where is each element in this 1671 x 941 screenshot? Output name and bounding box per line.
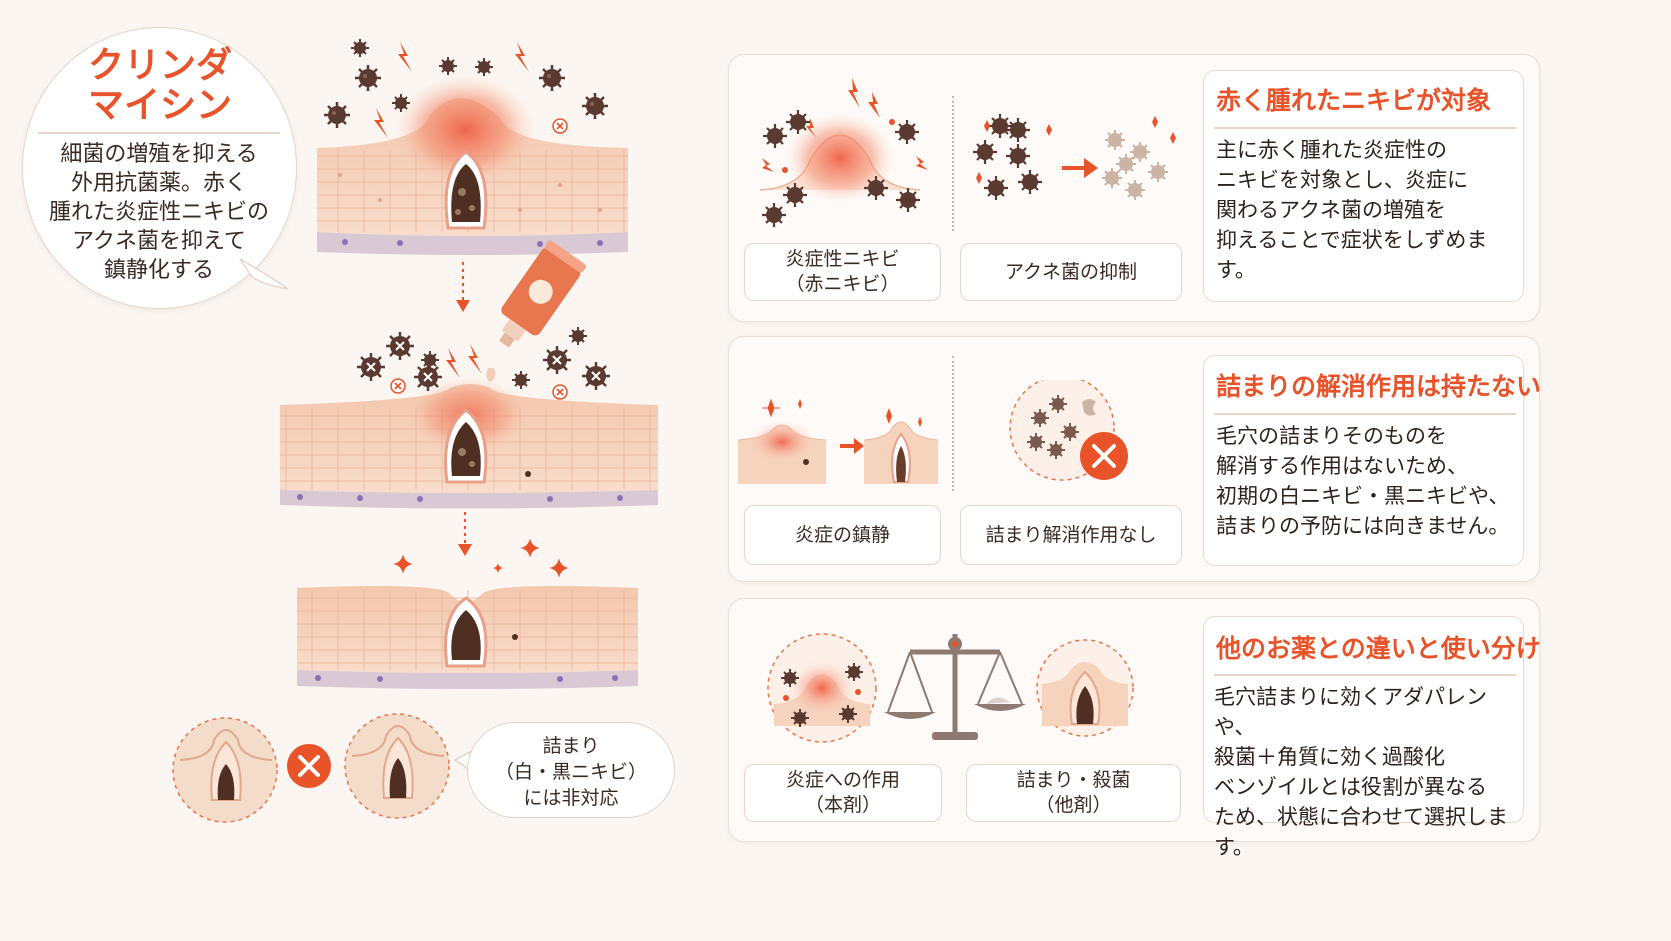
info-line: 関わるアクネ菌の増殖を — [1216, 198, 1446, 222]
info-line: ベンゾイルとは役割が異なる — [1214, 775, 1487, 799]
label-inflammation-calm: 炎症の鎮静 — [744, 505, 941, 565]
note-bubble — [467, 722, 675, 818]
panel2-illustration — [737, 380, 1128, 484]
info-line: 毛穴詰まりに効くアダパレンや、 — [1214, 685, 1487, 739]
panel1-illustration — [759, 78, 1176, 229]
info-line: ニキビを対象とし、炎症に — [1216, 168, 1468, 192]
drug-name-title: クリンダ マイシン — [40, 46, 280, 126]
title-divider — [38, 132, 280, 134]
desc-line: 細菌の増殖を抑える — [60, 142, 258, 167]
info-text-comparison: 毛穴詰まりに効くアダパレンや、 殺菌＋角質に効く過酸化 ベンゾイルとは役割が異な… — [1214, 682, 1522, 862]
note-line: には非対応 — [523, 787, 619, 809]
info-line: ため、状態に合わせて選択します。 — [1214, 805, 1508, 859]
note-line: （白・黒ニキビ） — [494, 761, 647, 783]
info-line: 解消する作用はないため、 — [1216, 454, 1468, 478]
title-line-1: クリンダ — [87, 45, 232, 86]
info-line: 主に赤く腫れた炎症性の — [1216, 138, 1447, 162]
label-bacteria-suppression: アクネ菌の抑制 — [960, 243, 1182, 301]
label-other-drugs: 詰まり・殺菌 （他剤） — [966, 764, 1181, 822]
info-title-target: 赤く腫れたニキビが対象 — [1216, 86, 1492, 115]
pore-comparison — [172, 713, 450, 823]
desc-line: 外用抗菌薬。赤く — [70, 171, 247, 196]
info-box-comparison — [1203, 616, 1524, 823]
title-line-2: マイシン — [87, 85, 232, 126]
note-text: 詰まり （白・黒ニキビ） には非対応 — [467, 733, 675, 811]
info-box-no-unclogging — [1203, 355, 1524, 566]
info-line: 抑えることで症状をしずめます。 — [1216, 228, 1488, 282]
note-line: 詰まり — [542, 735, 600, 757]
label-this-drug: 炎症への作用 （本剤） — [744, 764, 942, 822]
desc-line: 腫れた炎症性ニキビの — [48, 200, 269, 225]
info-title-comparison: 他のお薬との違いと使い分け — [1216, 634, 1541, 663]
info-divider — [1214, 127, 1516, 129]
info-box-target — [1203, 70, 1524, 302]
panel3-illustration — [767, 633, 1134, 743]
label-inflamed-acne: 炎症性ニキビ （赤ニキビ） — [744, 243, 941, 301]
description-bubble — [22, 27, 297, 309]
divider — [952, 96, 954, 231]
divider — [952, 356, 954, 491]
info-line: 詰まりの予防には向きません。 — [1216, 514, 1510, 538]
desc-line: アクネ菌を抑えて — [72, 229, 246, 254]
skin-stage-treated — [280, 326, 658, 509]
info-divider — [1214, 413, 1516, 415]
skin-stage-inflamed — [317, 38, 628, 255]
skin-stage-calmed — [297, 538, 638, 689]
desc-line: 鎮静化する — [103, 258, 214, 283]
label-no-unclogging: 詰まり解消作用なし — [960, 505, 1182, 565]
info-line: 毛穴の詰まりそのものを — [1216, 424, 1447, 448]
info-text-no-unclogging: 毛穴の詰まりそのものを 解消する作用はないため、 初期の白ニキビ・黒ニキビや、 … — [1216, 421, 1521, 541]
bubble-tail — [239, 258, 289, 290]
drug-description: 細菌の増殖を抑える 外用抗菌薬。赤く 腫れた炎症性ニキビの アクネ菌を抑えて 鎮… — [28, 140, 290, 285]
info-line: 殺菌＋角質に効く過酸化 — [1214, 745, 1445, 769]
info-divider — [1214, 674, 1516, 676]
info-line: 初期の白ニキビ・黒ニキビや、 — [1216, 484, 1510, 508]
info-text-target: 主に赤く腫れた炎症性の ニキビを対象とし、炎症に 関わるアクネ菌の増殖を 抑える… — [1216, 135, 1521, 285]
ointment-tube — [486, 240, 586, 382]
info-title-no-unclogging: 詰まりの解消作用は持たない — [1216, 372, 1542, 401]
